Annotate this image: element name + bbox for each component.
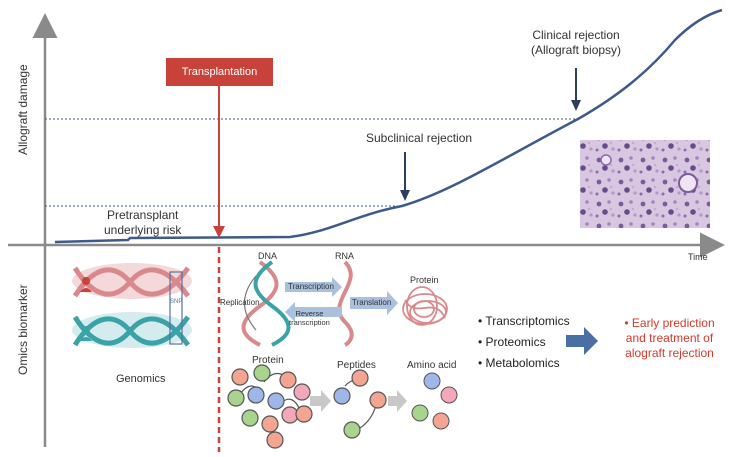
omics-list-item: • Transcriptomics [478, 314, 570, 328]
genomics-dna-illustration [72, 263, 192, 348]
reverse-line1: Reverse [295, 309, 324, 318]
transcription-arrow [285, 277, 342, 297]
subclinical-arrow-head [400, 190, 410, 201]
replication-arc [244, 275, 257, 331]
x-axis-title: Time [688, 252, 708, 262]
biopsy-histology-image [580, 140, 710, 228]
protein-to-peptide-arrow [310, 390, 331, 412]
dna-label: DNA [258, 251, 278, 261]
outcome-line1: • Early prediction [624, 316, 715, 330]
peptide-to-amino-arrow [388, 390, 407, 412]
clinical-line1: Clinical rejection [532, 28, 620, 42]
clinical-arrow-head [571, 100, 581, 111]
outcome-line3: alograft rejection [625, 346, 714, 360]
reverse-transcription-label: Reverse transcription [289, 309, 330, 327]
peptides-illustration [333, 369, 387, 439]
translation-label: Translation [352, 298, 392, 307]
reverse-transcription-arrow [285, 302, 342, 322]
clinical-line2: (Allograft biopsy) [531, 43, 622, 57]
pretransplant-line1: Pretransplant [107, 208, 179, 222]
outcome-line2: and treatment of [625, 331, 714, 345]
outcome-arrow [566, 327, 598, 355]
y-axis-title-upper: Allograft damage [16, 64, 30, 155]
rna-helix-illustration [337, 260, 354, 347]
transplant-arrow-head [213, 226, 225, 238]
dna-helix-illustration [241, 260, 291, 347]
omics-list: • Transcriptomics • Proteomics • Metabol… [478, 311, 570, 374]
damage-curve [54, 8, 723, 244]
amino-acid-label: Amino acid [407, 360, 457, 371]
protein-label: Protein [252, 355, 284, 366]
replication-label: Replication [220, 298, 260, 307]
translation-arrow [350, 291, 398, 315]
genomics-label: Genomics [116, 373, 166, 385]
pretransplant-line2: underlying risk [104, 223, 182, 237]
peptides-label: Peptides [337, 360, 376, 371]
transcription-label: Transcription [288, 282, 334, 291]
pretransplant-label: Pretransplant underlying risk [104, 208, 181, 238]
reverse-line2: transcription [289, 318, 330, 327]
omics-list-item: • Proteomics [478, 335, 546, 349]
amino-acids-illustration [411, 372, 458, 430]
subclinical-label: Subclinical rejection [366, 131, 473, 145]
outcome-text: • Early prediction and treatment of alog… [612, 316, 727, 361]
transplantation-event-box: Transplantation [166, 58, 273, 86]
clinical-label: Clinical rejection (Allograft biopsy) [531, 28, 621, 58]
protein-top-label: Protein [410, 275, 439, 285]
protein-tangle-illustration [402, 286, 448, 326]
omics-list-item: • Metabolomics [478, 356, 560, 370]
protein-cluster-illustration [227, 364, 313, 449]
rna-label: RNA [335, 251, 355, 261]
snp-label: SNP [170, 299, 183, 305]
y-axis-title-lower: Omics biomarker [16, 284, 30, 375]
